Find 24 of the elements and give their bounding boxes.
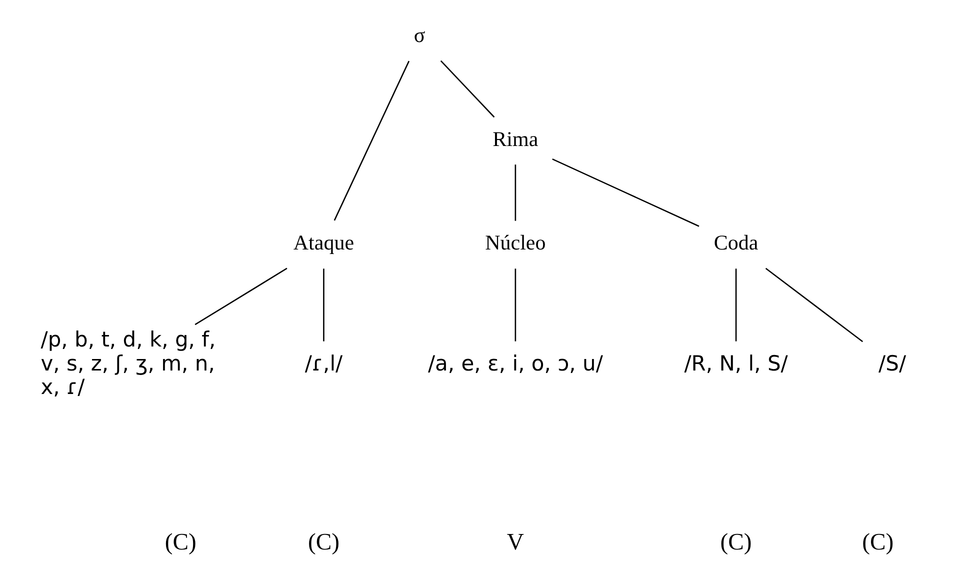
label: (C) [164, 530, 196, 556]
connector [514, 268, 516, 342]
connector [765, 268, 864, 342]
connector [194, 268, 288, 326]
label: (C) [308, 530, 340, 556]
connector [735, 268, 737, 342]
label: (C) [862, 530, 894, 556]
connector [440, 60, 495, 118]
node-text: Rima [492, 126, 538, 151]
node-text: /a, e, ɛ, i, o, ɔ, u/ [428, 351, 603, 376]
node-text: /S/ [878, 351, 906, 376]
node-text: /R, N, l, S/ [684, 351, 788, 376]
connector [334, 60, 410, 221]
connector [514, 164, 516, 221]
node-text: σ [414, 23, 426, 48]
node-text: /ɾ,l/ [304, 351, 343, 376]
node-text: Núcleo [485, 230, 546, 255]
label: V [506, 530, 524, 556]
connector [323, 268, 324, 342]
label: (C) [720, 530, 752, 556]
connector [552, 158, 700, 227]
node-text: Ataque [293, 230, 354, 255]
node-text: /p, b, t, d, k, g, f, v, s, z, ʃ, ʒ, m, n, x, ɾ/ [40, 328, 216, 399]
node-text: Coda [714, 230, 758, 255]
